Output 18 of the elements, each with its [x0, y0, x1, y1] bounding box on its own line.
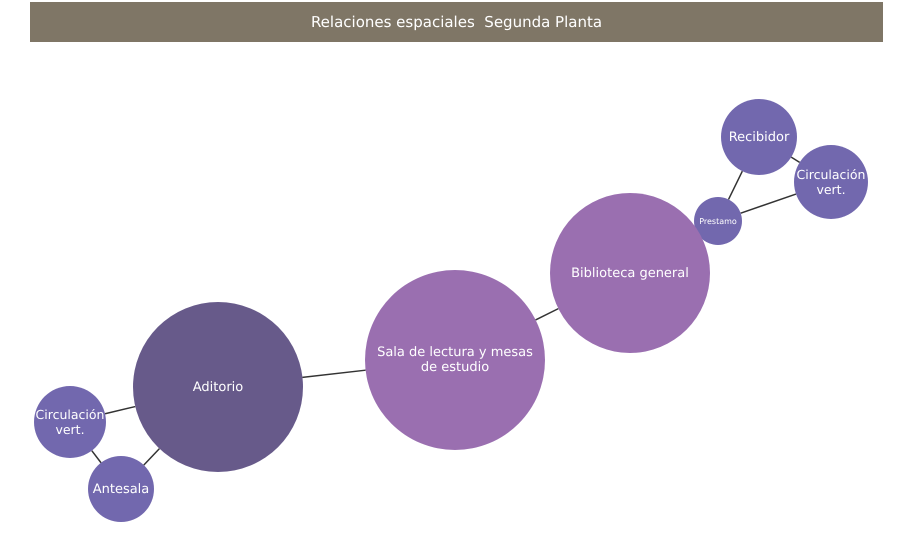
- space-label: Sala de lectura y mesas de estudio: [376, 345, 534, 375]
- connector-line: [143, 448, 160, 466]
- space-label: Biblioteca general: [571, 266, 689, 280]
- space-label: Recibidor: [728, 130, 790, 144]
- connector-line: [740, 193, 796, 214]
- space-label: Circulación vert.: [796, 167, 866, 197]
- space-label: Antesala: [92, 482, 150, 496]
- title-bar: Relaciones espaciales Segunda Planta: [30, 2, 883, 42]
- space-label: Aditorio: [192, 380, 244, 394]
- connector-line: [302, 369, 366, 378]
- connector-line: [790, 156, 800, 164]
- space-circle: [694, 197, 742, 245]
- connector-line: [728, 170, 743, 200]
- space-label: Prestamo: [699, 216, 737, 226]
- connector-line: [104, 406, 136, 414]
- space-label: Circulación vert.: [36, 407, 104, 437]
- connector-line: [535, 308, 559, 321]
- connector-line: [91, 450, 102, 464]
